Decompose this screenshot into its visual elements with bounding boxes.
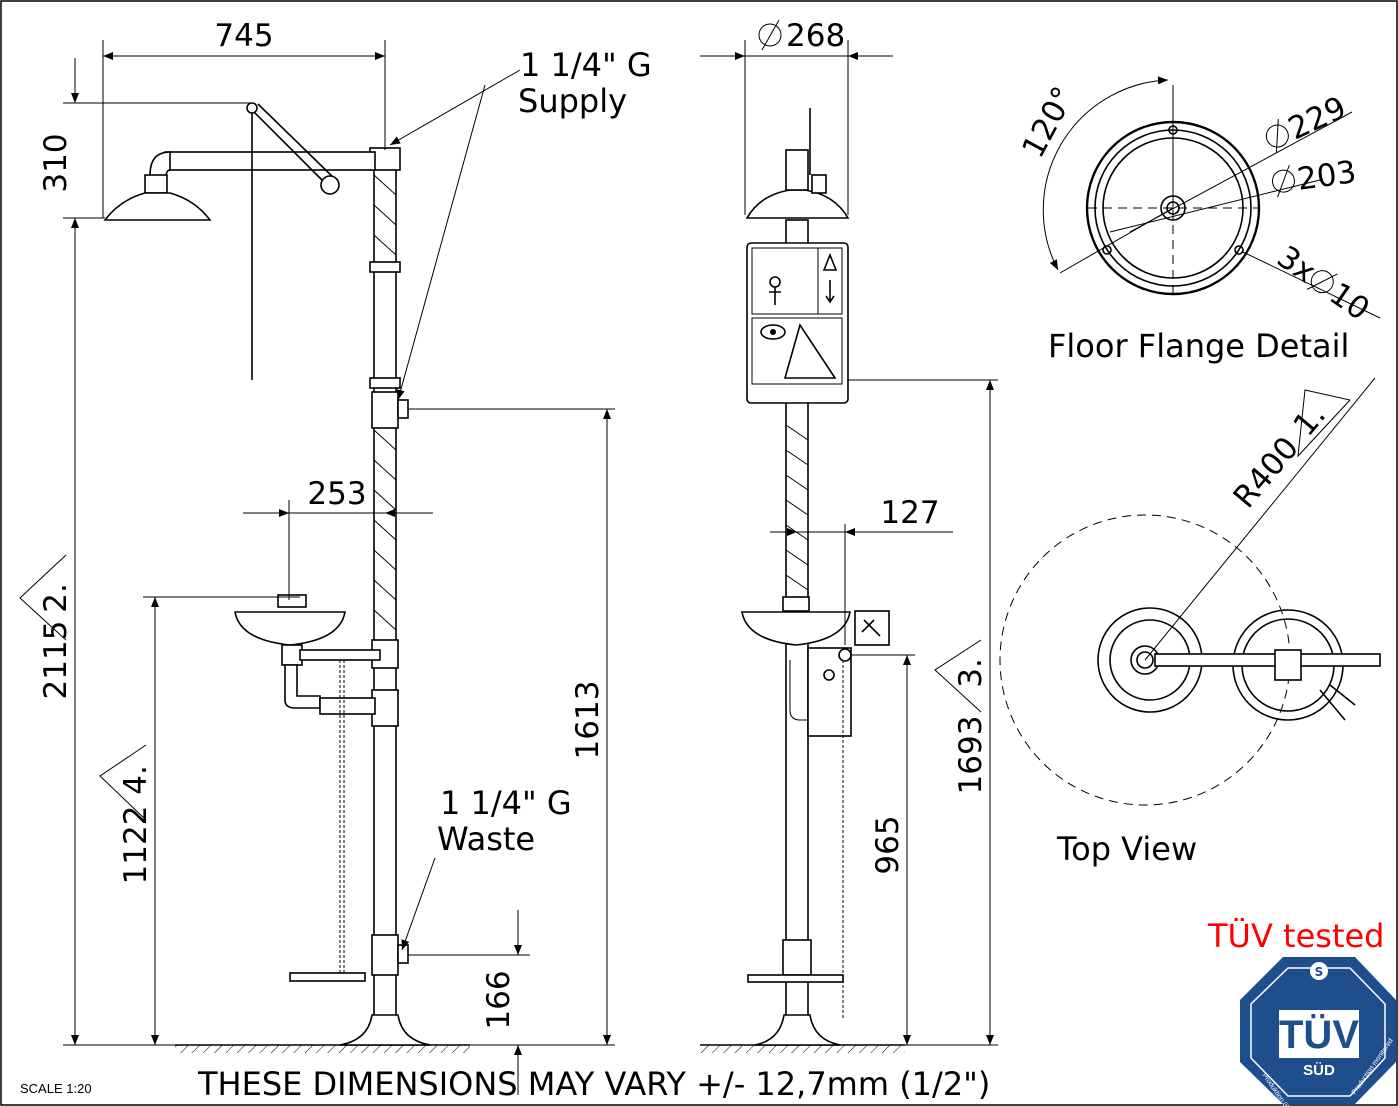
dia-outer-callout: 229	[1265, 90, 1352, 154]
dim-eyewash-valve-height: 965	[870, 815, 906, 874]
holes-callout: 3x 10	[1270, 239, 1375, 328]
top-view-title: Top View	[1056, 830, 1197, 868]
svg-text:S: S	[1315, 965, 1324, 979]
supply-label-line2: Supply	[518, 82, 627, 120]
svg-text:203: 203	[1295, 154, 1359, 198]
svg-text:229: 229	[1283, 90, 1352, 148]
top-radius: R400	[1227, 430, 1306, 515]
front-view: 268 127 1693 3. 965	[700, 18, 998, 1053]
dim-width-top: 745	[214, 18, 273, 54]
tuv-tested-label: TÜV tested	[1207, 917, 1384, 955]
rev-sign-height: 3.	[953, 658, 989, 688]
waste-label-line2: Waste	[437, 820, 535, 858]
floor-flange-detail: 120° 229 203 3x 10 Floor Flange Detail	[1015, 76, 1381, 365]
scale-label: SCALE 1:20	[20, 1081, 92, 1096]
dim-eyewash-offset: 253	[307, 476, 366, 512]
rev-eyewash-height: 4.	[118, 765, 154, 795]
supply-label-line1: 1 1/4" G	[520, 46, 652, 84]
dim-sign-height: 1693	[953, 716, 989, 795]
dim-pushhandle-height: 1613	[570, 681, 606, 760]
dim-waste-height: 166	[481, 970, 517, 1029]
waste-label-line1: 1 1/4" G	[440, 784, 572, 822]
dim-total-height: 2115	[38, 621, 74, 700]
svg-text:3x: 3x	[1270, 239, 1322, 290]
rev-total-height: 2.	[38, 583, 74, 613]
tuv-seal: S TÜV SÜD Produktion überwacht Productio…	[1240, 957, 1396, 1106]
top-view: R400 1. Top View	[999, 377, 1381, 868]
tuv-seal-sub: SÜD	[1303, 1062, 1335, 1079]
dimensions-disclaimer: THESE DIMENSIONS MAY VARY +/- 12,7mm (1/…	[197, 1065, 990, 1103]
dim-eyewash-height: 1122	[118, 806, 154, 885]
tuv-seal-main: TÜV	[1279, 1012, 1359, 1057]
rev-radius: 1.	[1287, 397, 1334, 443]
dim-head-diameter: 268	[786, 18, 845, 54]
svg-text:10: 10	[1323, 276, 1376, 328]
flange-angle: 120°	[1015, 81, 1082, 164]
flange-detail-title: Floor Flange Detail	[1048, 327, 1349, 365]
dia-inner-callout: 203	[1271, 154, 1359, 198]
side-view: 745 310 1 1/4" G Supply 253 2115 2. 1122…	[19, 18, 652, 1095]
tuv-certification: TÜV tested S TÜV SÜD Produktion überwach…	[1207, 917, 1396, 1106]
dim-handle-offset: 127	[880, 495, 939, 531]
dim-head-height: 310	[38, 133, 74, 192]
